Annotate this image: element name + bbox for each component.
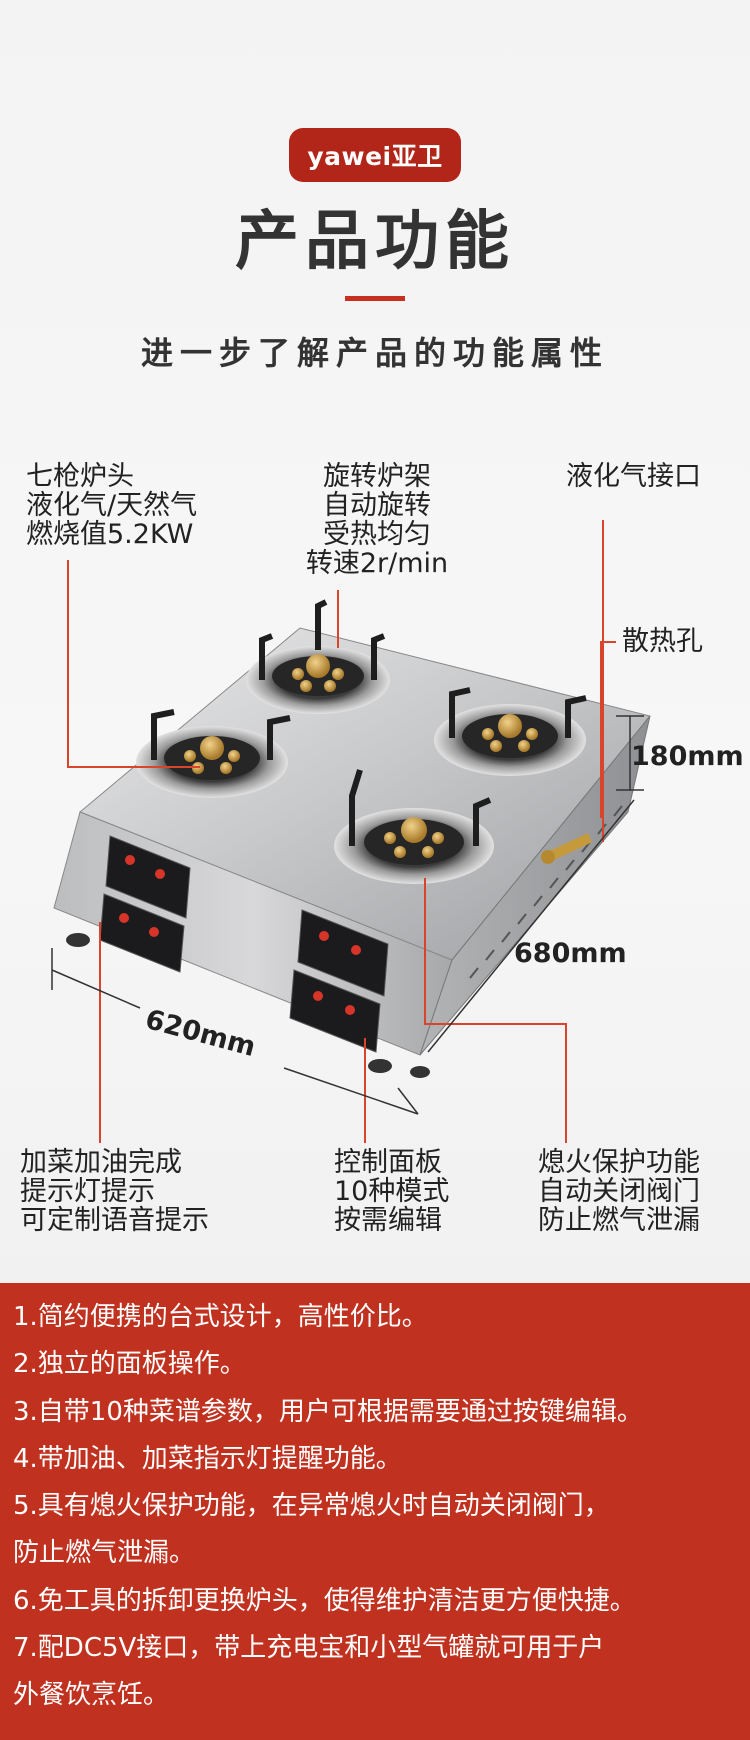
- feature-item: 5.具有熄火保护功能，在异常熄火时自动关闭阀门，: [13, 1491, 610, 1522]
- burner-left: [136, 709, 291, 798]
- callout-line: 防止燃气泄漏: [538, 1205, 700, 1236]
- brand-badge: yawei亚卫: [289, 128, 461, 182]
- control-panel-right: [289, 909, 389, 1053]
- feature-item: 1.简约便携的台式设计，高性价比。: [13, 1302, 428, 1332]
- title-divider: [345, 296, 405, 301]
- callout-line: 自动旋转: [323, 490, 431, 521]
- dimension-height: 180mm: [631, 741, 744, 772]
- burner-back: [246, 599, 390, 714]
- callout-line: 液化气/天然气: [26, 490, 198, 521]
- burner-right: [434, 687, 587, 776]
- callout-line: 散热孔: [622, 626, 703, 657]
- foot: [410, 1066, 430, 1078]
- dimension-depth: 680mm: [514, 938, 627, 969]
- callout-line: 可定制语音提示: [20, 1205, 209, 1236]
- callout-line: 转速2r/min: [305, 548, 449, 579]
- callout-burner: 七枪炉头 液化气/天然气 燃烧值5.2KW: [26, 462, 197, 549]
- feature-item: 6.免工具的拆卸更换炉头，使得维护清洁更方便快捷。: [13, 1585, 636, 1616]
- callout-lpg-inlet: 液化气接口: [566, 462, 701, 491]
- feature-item: 4.带加油、加菜指示灯提醒功能。: [13, 1443, 402, 1474]
- callout-line: 按需编辑: [334, 1205, 442, 1236]
- callout-prompt-light: 加菜加油完成 提示灯提示 可定制语音提示: [20, 1148, 209, 1235]
- callout-line: 燃烧值5.2KW: [26, 519, 194, 550]
- page-title: 产品功能: [235, 205, 515, 279]
- feature-list: 1.简约便携的台式设计，高性价比。 2.独立的面板操作。 3.自带10种菜谱参数…: [13, 1294, 643, 1720]
- callout-lines: [67, 520, 616, 1143]
- stove-illustration: [51, 520, 651, 1143]
- burner-front: [334, 769, 494, 884]
- callout-line: 自动关闭阀门: [538, 1176, 700, 1207]
- callout-line: 10种模式: [334, 1176, 450, 1207]
- callout-line: 提示灯提示: [20, 1176, 155, 1207]
- callout-control-panel: 控制面板 10种模式 按需编辑: [334, 1148, 449, 1235]
- control-panel-left: [99, 835, 191, 973]
- dimension-lines: [51, 715, 644, 1115]
- callout-line: 旋转炉架: [323, 461, 431, 492]
- callout-rotating-rack: 旋转炉架 自动旋转 受热均匀 转速2r/min: [290, 462, 464, 578]
- feature-item: 3.自带10种菜谱参数，用户可根据需要通过按键编辑。: [13, 1396, 643, 1427]
- feature-item: 7.配DC5V接口，带上充电宝和小型气罐就可用于户: [13, 1633, 605, 1664]
- feature-item: 2.独立的面板操作。: [13, 1349, 246, 1380]
- feature-item: 防止燃气泄漏。: [13, 1538, 196, 1569]
- features-section: [0, 1283, 750, 1740]
- foot: [368, 1059, 392, 1073]
- foot: [66, 933, 90, 947]
- callout-line: 控制面板: [334, 1147, 442, 1178]
- callout-line: 七枪炉头: [26, 461, 134, 492]
- callout-line: 加菜加油完成: [20, 1147, 182, 1178]
- callout-vent: 散热孔: [622, 627, 703, 656]
- callout-flame-protection: 熄火保护功能 自动关闭阀门 防止燃气泄漏: [538, 1148, 700, 1235]
- callout-line: 熄火保护功能: [538, 1147, 700, 1178]
- callout-line: 受热均匀: [323, 519, 431, 550]
- feature-item: 外餐饮烹饪。: [13, 1680, 170, 1711]
- page-subtitle: 进一步了解产品的功能属性: [140, 334, 609, 372]
- callout-line: 液化气接口: [566, 461, 701, 492]
- gas-inlet: [541, 833, 593, 864]
